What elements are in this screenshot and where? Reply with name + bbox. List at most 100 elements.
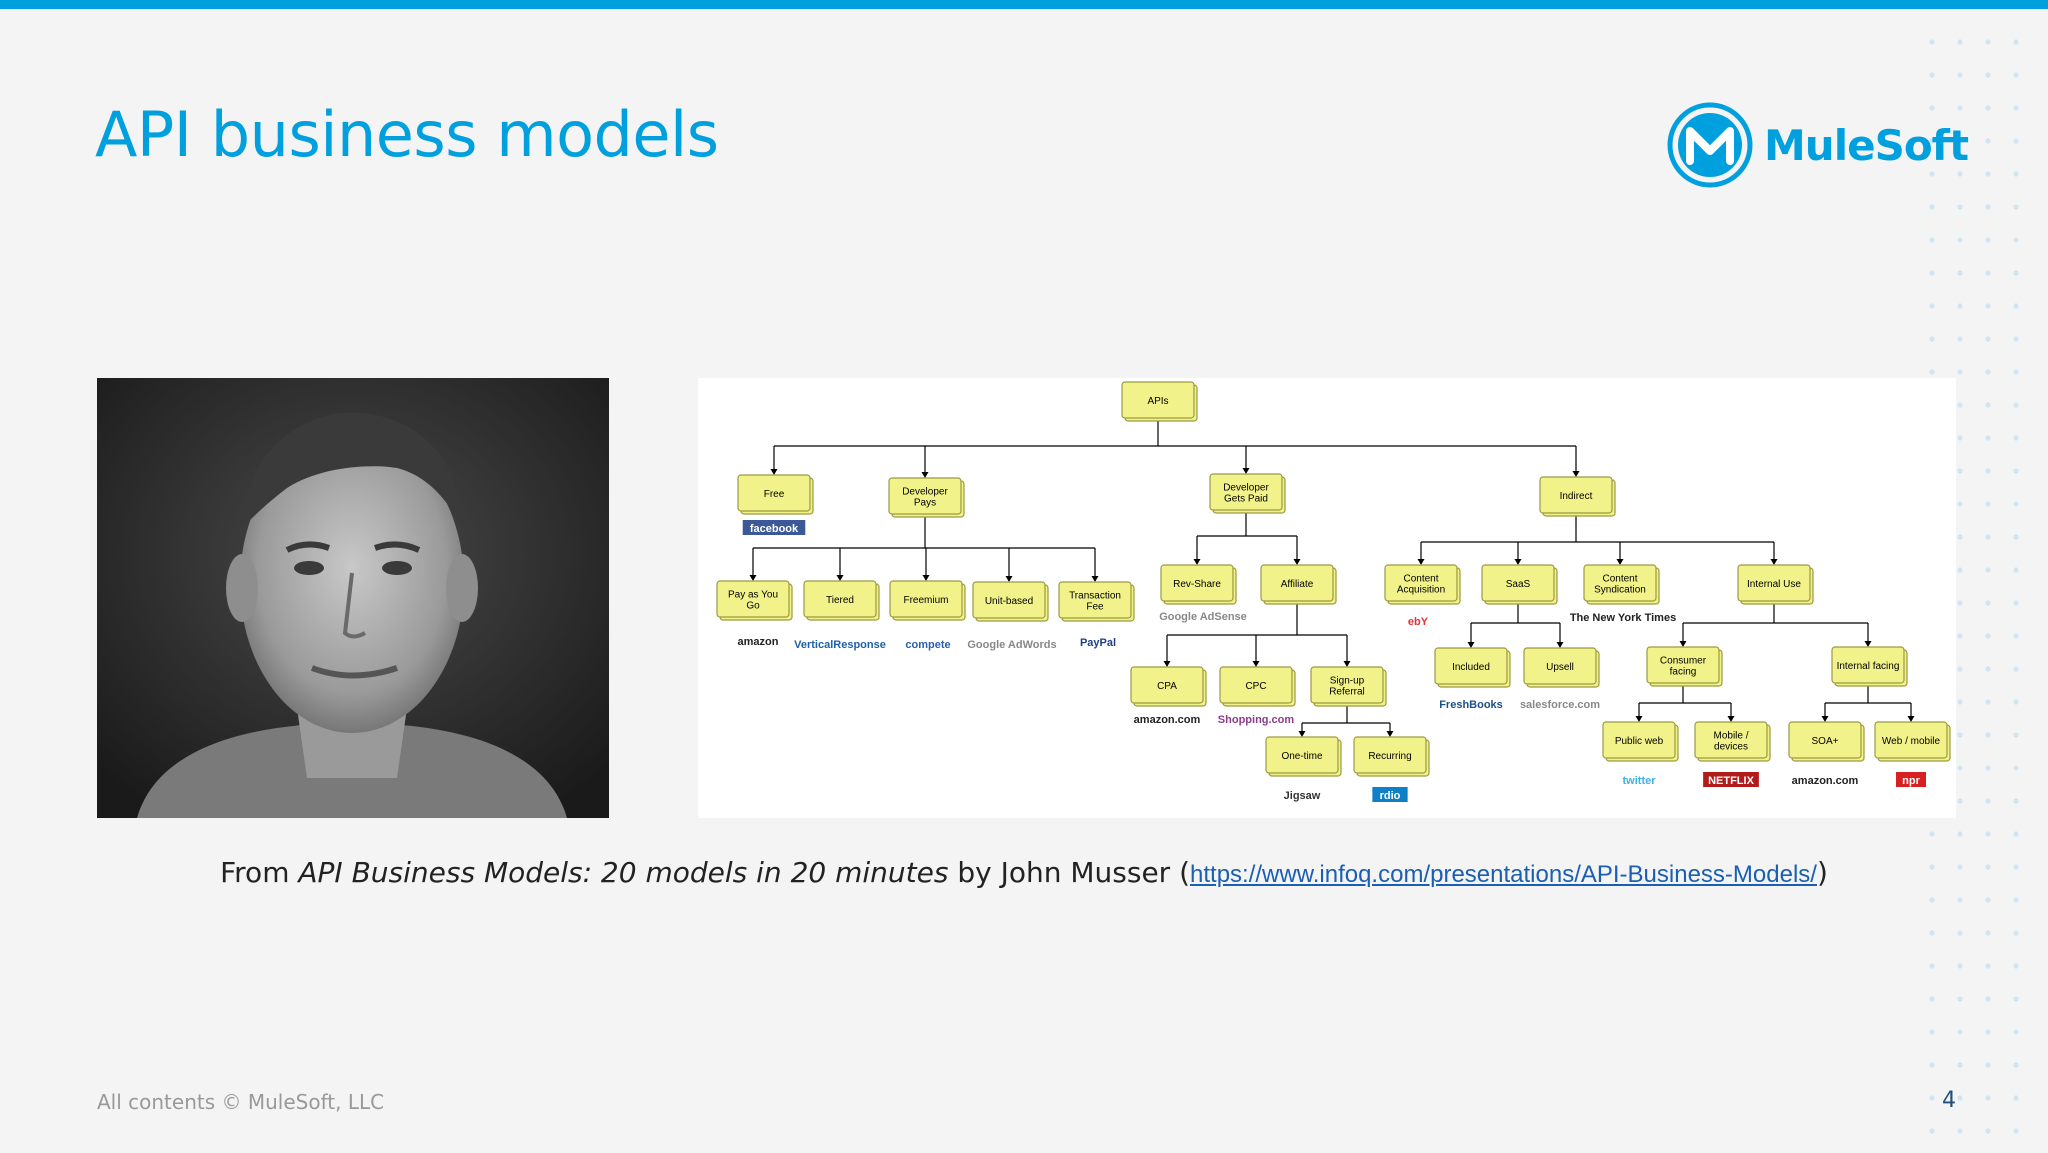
diagram-node-tiered: Tiered — [803, 580, 880, 621]
footer-copyright: All contents © MuleSoft, LLC — [97, 1090, 385, 1114]
decor-dot — [1985, 897, 1991, 903]
diagram-node-label: Go — [746, 601, 760, 612]
decor-dot — [1957, 1095, 1963, 1101]
diagram-edge-indirect — [1417, 513, 1778, 565]
brand-logo-compete: compete — [905, 639, 950, 651]
diagram-node-label: facing — [1670, 667, 1697, 678]
caption-book-title: API Business Models: 20 models in 20 min… — [298, 856, 949, 889]
decor-dot — [2013, 996, 2019, 1002]
decor-dot — [2013, 1062, 2019, 1068]
decor-dot — [1929, 336, 1935, 342]
decor-dot — [2013, 369, 2019, 375]
decor-dot — [2013, 831, 2019, 837]
decor-dot — [1985, 39, 1991, 45]
decor-dot — [1929, 930, 1935, 936]
decor-dot — [1985, 930, 1991, 936]
diagram-node-upsell: Upsell — [1523, 647, 1600, 688]
decor-dot — [1985, 534, 1991, 540]
decor-dot — [2013, 897, 2019, 903]
decor-dot — [1957, 468, 1963, 474]
decor-dot — [1957, 831, 1963, 837]
brand-logo-shopping: Shopping.com — [1218, 714, 1295, 726]
diagram-edge-apis — [770, 418, 1580, 478]
decor-dot — [1929, 270, 1935, 276]
diagram-edge-affiliate — [1163, 601, 1351, 667]
decor-dot — [1985, 831, 1991, 837]
decor-dot — [1985, 402, 1991, 408]
decor-dot — [1929, 963, 1935, 969]
decor-dot — [2013, 204, 2019, 210]
brand-logo-text: VerticalResponse — [794, 639, 886, 651]
decor-dot — [1929, 303, 1935, 309]
diagram-node-label: Internal facing — [1837, 661, 1900, 672]
decor-dot — [1985, 1095, 1991, 1101]
brand-logo-text: amazon.com — [1134, 714, 1201, 726]
diagram-node-label: Internal Use — [1747, 579, 1801, 590]
decor-dot — [1985, 732, 1991, 738]
decor-dot — [2013, 435, 2019, 441]
decor-dot — [2013, 600, 2019, 606]
diagram-node-label: Content — [1403, 574, 1438, 585]
decor-dot — [2013, 171, 2019, 177]
decor-dot — [2013, 1095, 2019, 1101]
page-number: 4 — [1942, 1088, 1956, 1113]
diagram-edge-signup — [1298, 703, 1394, 737]
decor-dot — [2013, 1128, 2019, 1134]
decor-dot — [1957, 105, 1963, 111]
decor-dot — [1929, 864, 1935, 870]
mulesoft-logo-icon — [1667, 102, 1753, 188]
decor-dot — [1957, 633, 1963, 639]
decor-dot — [1985, 666, 1991, 672]
decor-dot — [1957, 138, 1963, 144]
decor-dot — [1957, 534, 1963, 540]
brand-logo-ebay: ebY — [1408, 616, 1429, 628]
brand-logo-text: facebook — [750, 523, 799, 535]
decor-dot — [1957, 204, 1963, 210]
diagram-node-label: Mobile / — [1713, 731, 1748, 742]
diagram-node-affiliate: Affiliate — [1260, 564, 1337, 605]
decor-dot — [1957, 765, 1963, 771]
diagram-node-label: Consumer — [1660, 656, 1707, 667]
brand-logo-amazon3: amazon.com — [1792, 775, 1859, 787]
brand-logo-text: FreshBooks — [1439, 699, 1503, 711]
diagram-node-free: Free — [737, 474, 814, 515]
decorative-dot-grid — [1929, 39, 2019, 1134]
diagram-node-label: Affiliate — [1281, 579, 1314, 590]
diagram-node-webmobile: Web / mobile — [1874, 721, 1951, 762]
decor-dot — [1957, 402, 1963, 408]
decor-dot — [1929, 138, 1935, 144]
brand-logo-text: amazon — [738, 636, 779, 648]
decor-dot — [1957, 501, 1963, 507]
diagram-node-label: Developer — [902, 487, 948, 498]
diagram-node-apis: APIs — [1121, 381, 1198, 422]
brand-logo-text: The New York Times — [1570, 612, 1676, 624]
decor-dot — [1985, 237, 1991, 243]
decor-dot — [1957, 1128, 1963, 1134]
decor-dot — [1985, 1062, 1991, 1068]
diagram-node-label: Sign-up — [1330, 676, 1365, 687]
brand-logo-text: npr — [1902, 775, 1920, 787]
diagram-edge-intfacing — [1821, 683, 1915, 722]
diagram-node-unit: Unit-based — [972, 581, 1049, 622]
diagram-node-label: Syndication — [1594, 585, 1646, 596]
decor-dot — [1957, 864, 1963, 870]
diagram-node-label: Recurring — [1368, 751, 1411, 762]
decor-dot — [2013, 237, 2019, 243]
diagram-node-label: Public web — [1615, 736, 1664, 747]
decor-dot — [1985, 72, 1991, 78]
diagram-node-label: Rev-Share — [1173, 579, 1221, 590]
brand-logo-salesforce: salesforce.com — [1520, 699, 1600, 711]
diagram-edge-dev-pays — [749, 514, 1099, 582]
decor-dot — [1929, 996, 1935, 1002]
diagram-node-cpc: CPC — [1219, 666, 1296, 707]
decor-dot — [1985, 1128, 1991, 1134]
decor-dot — [1929, 1062, 1935, 1068]
source-link[interactable]: https://www.infoq.com/presentations/API-… — [1190, 861, 1817, 888]
decor-dot — [1985, 435, 1991, 441]
brand-logo-facebook: facebook — [742, 520, 806, 535]
top-accent-bar — [0, 0, 2048, 9]
speaker-photo — [97, 378, 609, 818]
decor-dot — [1957, 237, 1963, 243]
